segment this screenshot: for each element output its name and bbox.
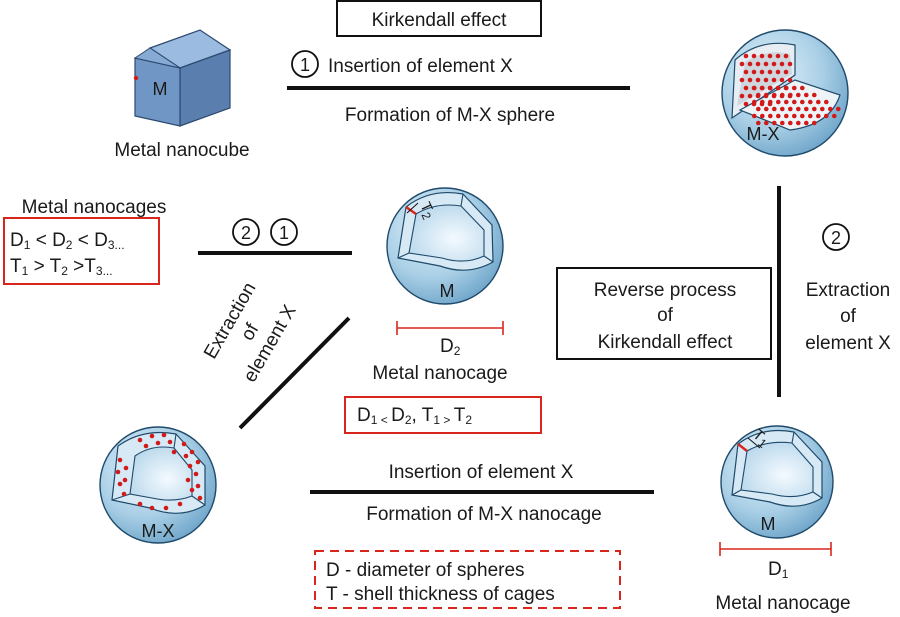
nanocages-box — [3, 217, 160, 285]
cage2-m-label: M — [440, 281, 455, 301]
nanocages-line2: T1 > T2 >T3... — [10, 256, 113, 278]
sphere-formation-label: Formation of M-X sphere — [345, 105, 555, 126]
reverse-l2: of — [657, 305, 674, 326]
step2-number-right: 2 — [831, 228, 841, 248]
mx-cage-label: M-X — [142, 521, 175, 541]
metal-nanocube — [133, 29, 232, 127]
cage1-m-label: M — [761, 514, 776, 534]
arrow-line-diagonal — [238, 316, 351, 430]
relation-box — [344, 396, 542, 434]
bottom-step-top: Insertion of element X — [389, 462, 574, 483]
step2-circle-right — [822, 223, 850, 251]
step1-number-left: 1 — [279, 223, 289, 243]
reverse-process-box — [556, 267, 772, 360]
mx-sphere — [721, 29, 849, 157]
legend-line2: T - shell thickness of cages — [326, 584, 555, 605]
cube-caption: Metal nanocube — [114, 140, 249, 161]
nanocages-line1: D1 < D2 < D3... — [10, 230, 125, 252]
extraction-right-l3: element X — [805, 333, 891, 354]
step1-number: 1 — [300, 55, 310, 75]
step2-number-left: 2 — [241, 223, 251, 243]
cage1-diameter-label: D1 — [768, 559, 789, 581]
extraction-diag-l1: Extraction — [200, 279, 260, 363]
cube-label: M — [153, 79, 168, 99]
relation-text: D1 < D2, T1 > T2 — [357, 405, 472, 427]
extraction-right-l2: of — [840, 306, 857, 327]
step1-label: Insertion of element X — [328, 56, 513, 77]
kirkendall-box-label: Kirkendall effect — [372, 10, 508, 31]
extraction-right-l1: Extraction — [806, 280, 890, 301]
reverse-l3: Kirkendall effect — [598, 332, 734, 353]
step2-circle-left — [232, 218, 260, 246]
cage2-caption: Metal nanocage — [372, 363, 507, 384]
mx-sphere-dots — [739, 53, 841, 126]
cage1-caption: Metal nanocage — [715, 593, 850, 614]
metal-nanocage-right — [720, 425, 834, 539]
mx-nanocage — [99, 426, 217, 544]
legend-line1: D - diameter of spheres — [326, 560, 525, 581]
mx-nanocage-dots — [115, 432, 203, 511]
cage2-diameter-label: D2 — [440, 336, 461, 358]
bottom-step-bottom: Formation of M-X nanocage — [366, 504, 602, 525]
mx-sphere-label: M-X — [747, 124, 780, 144]
kirkendall-box — [336, 0, 542, 37]
step1-number-circle — [291, 50, 319, 78]
reverse-l1: Reverse process — [594, 280, 737, 301]
metal-nanocage-center — [386, 187, 504, 305]
nanocages-title: Metal nanocages — [22, 197, 167, 218]
legend-box — [314, 550, 621, 609]
step1-circle-left — [270, 218, 298, 246]
